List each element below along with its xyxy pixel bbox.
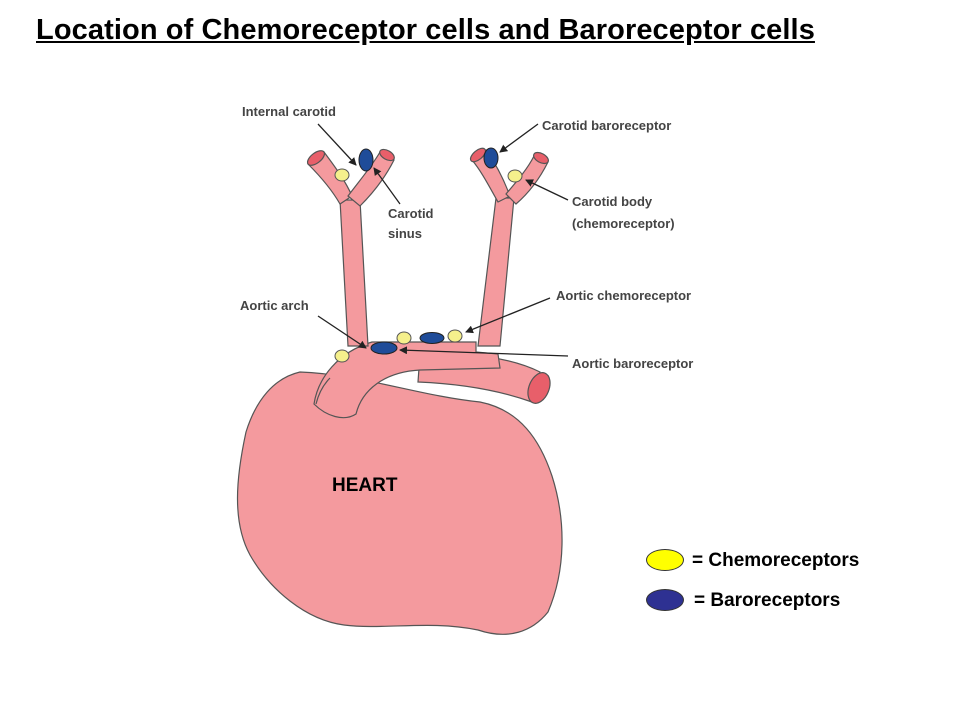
left-carotid-baroreceptor: [358, 148, 374, 172]
pointer-internal-carotid: [317, 123, 357, 166]
legend-baroreceptors: = Baroreceptors: [694, 590, 841, 611]
legend-baroreceptor-swatch: [646, 589, 684, 611]
right-external-carotid-opening: [533, 151, 549, 165]
aortic-chemoreceptor-3: [334, 349, 350, 363]
legend-chemoreceptors: = Chemoreceptors: [692, 550, 860, 571]
right-internal-carotid-opening: [469, 147, 487, 163]
label-carotid-sinus-line1: Carotid: [388, 206, 434, 221]
label-aortic-arch: Aortic arch: [240, 298, 309, 313]
right-carotid-body: [507, 169, 523, 183]
pointer-aortic-arch: [317, 315, 367, 349]
pointer-carotid-baroreceptor: [499, 123, 539, 153]
left-external-carotid-opening: [379, 148, 395, 162]
pointer-carotid-sinus: [373, 167, 401, 205]
descending-aorta-opening: [527, 372, 551, 404]
left-internal-carotid-opening: [306, 150, 326, 166]
arch-heart-junction: [315, 377, 331, 405]
aortic-arch: [313, 341, 501, 419]
pointer-aortic-chemoreceptor: [465, 297, 551, 334]
heart: [236, 371, 563, 635]
label-carotid-sinus-line2: sinus: [388, 226, 422, 241]
right-carotid-baroreceptor: [483, 147, 499, 169]
right-internal-carotid-branch: [471, 149, 511, 203]
label-aortic-baroreceptor: Aortic baroreceptor: [572, 356, 693, 371]
label-internal-carotid: Internal carotid: [242, 104, 336, 119]
label-aortic-chemoreceptor: Aortic chemoreceptor: [556, 288, 691, 303]
left-external-carotid-branch: [347, 151, 395, 207]
label-carotid-baroreceptor: Carotid baroreceptor: [542, 118, 671, 133]
left-carotid-body: [334, 168, 350, 182]
aortic-chemoreceptor-2: [447, 329, 463, 343]
label-carotid-body-line1: Carotid body: [572, 194, 653, 209]
slide-title: Location of Chemoreceptor cells and Baro…: [36, 14, 815, 46]
legend-chemoreceptor-swatch: [646, 549, 684, 571]
label-carotid-body-line2: (chemoreceptor): [572, 216, 675, 231]
pointer-aortic-baroreceptor: [399, 346, 569, 357]
aortic-baroreceptor-1: [419, 332, 445, 344]
pointer-carotid-body: [525, 179, 569, 201]
left-carotid-trunk: [339, 199, 369, 347]
right-carotid-trunk: [477, 197, 515, 347]
aortic-chemoreceptor-1: [396, 331, 412, 345]
label-heart: HEART: [332, 475, 398, 496]
aortic-baroreceptor-2: [370, 341, 398, 355]
